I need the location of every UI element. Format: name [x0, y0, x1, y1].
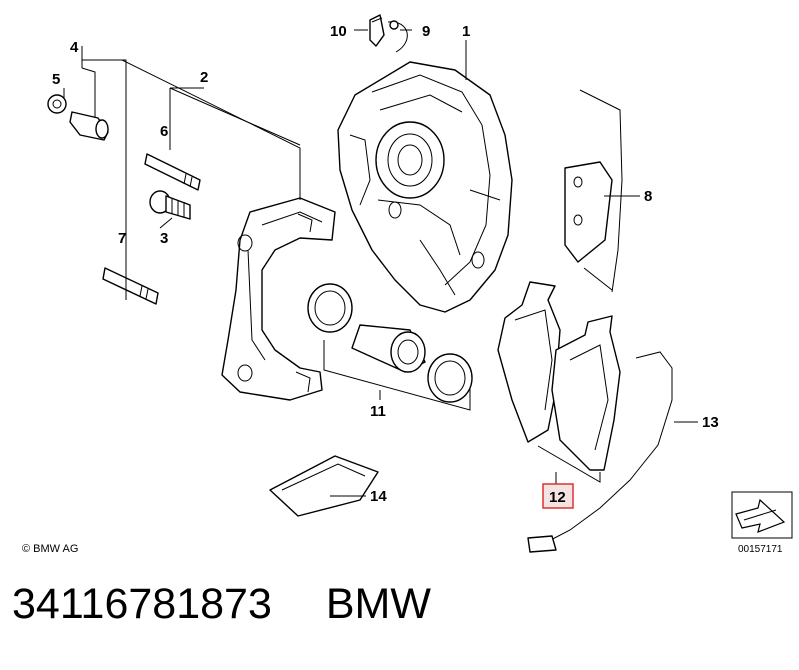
brake-pad-set — [497, 281, 621, 471]
part-number-labels: 4 5 2 6 3 7 10 9 1 8 11 13 14 12 — [52, 23, 719, 509]
label-11: 11 — [370, 403, 386, 420]
label-8: 8 — [644, 188, 652, 205]
label-2: 2 — [200, 69, 208, 86]
label-13: 13 — [702, 414, 719, 431]
part-number: 34116781873 — [12, 580, 272, 628]
leader-lines — [63, 29, 698, 497]
document-number: 00157171 — [738, 544, 783, 555]
label-6: 6 — [160, 123, 168, 140]
guide-pin-lower — [102, 267, 159, 305]
exploded-parts-diagram: 4 5 2 6 3 7 10 9 1 8 11 13 14 12 © BMW A… — [22, 14, 793, 555]
brake-caliper-housing — [337, 61, 513, 313]
copyright-text: © BMW AG — [22, 543, 78, 555]
label-10: 10 — [330, 23, 347, 40]
label-4: 4 — [70, 39, 79, 56]
brand-name: BMW — [325, 580, 431, 628]
label-5: 5 — [52, 71, 60, 88]
bleed-valve — [369, 14, 385, 47]
label-9: 9 — [422, 23, 430, 40]
brake-wear-sensor — [527, 351, 673, 553]
label-14: 14 — [370, 488, 387, 505]
direction-arrow-icon — [731, 491, 793, 539]
part-caption: 34116781873 BMW — [12, 580, 792, 650]
anti-rattle-spring — [564, 89, 623, 293]
label-12: 12 — [549, 489, 566, 506]
guide-bush — [69, 111, 109, 141]
guide-pin-upper — [144, 153, 201, 191]
grease-sachet — [269, 455, 379, 517]
bolt-hex — [149, 190, 191, 220]
caliper-carrier-bracket — [221, 197, 336, 401]
label-1: 1 — [462, 23, 470, 40]
label-12-highlight-box — [542, 483, 574, 509]
label-7: 7 — [118, 230, 126, 247]
label-3: 3 — [160, 230, 168, 247]
protective-cap — [47, 94, 67, 114]
piston-seal-set — [307, 283, 473, 403]
clip — [387, 20, 408, 53]
